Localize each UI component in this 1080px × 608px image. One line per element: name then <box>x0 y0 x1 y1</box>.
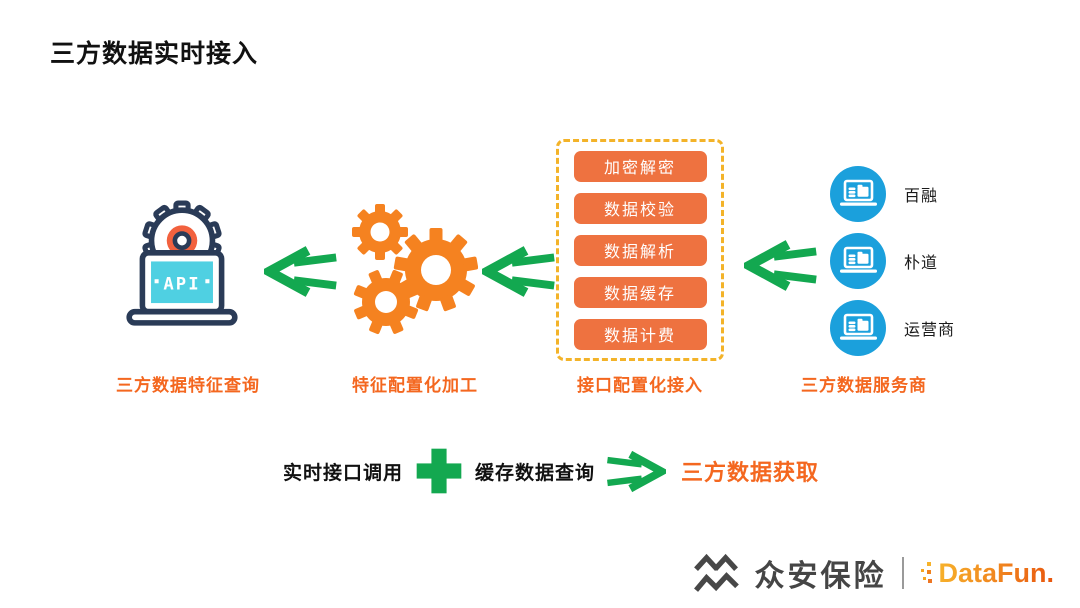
datafun-dots-icon <box>921 562 933 583</box>
provider-label: 运营商 <box>904 322 956 339</box>
api-laptop-icon: API <box>126 200 238 326</box>
gear-small-icon <box>352 204 408 260</box>
pipeline-step: 加密解密 <box>573 150 707 182</box>
provider-row: 运营商 <box>830 300 955 356</box>
provider-label: 百融 <box>904 188 939 205</box>
pipeline-dashed-box: 加密解密 数据校验 数据解析 数据缓存 数据计费 <box>556 139 724 361</box>
gear-large-icon <box>393 228 478 312</box>
zhongan-wordmark: 众安保险 <box>754 560 887 593</box>
api-screen-text: API <box>163 274 200 294</box>
provider-laptop-icon <box>830 233 886 289</box>
section-label-feature-processing: 特征配置化加工 <box>352 376 478 395</box>
left-arrow-icon <box>482 246 555 297</box>
pipeline-step: 数据缓存 <box>573 276 707 308</box>
providers-list: 百融 朴道 <box>830 166 955 356</box>
zhongan-logo-icon <box>694 553 740 592</box>
section-label-data-providers: 三方数据服务商 <box>801 376 927 395</box>
formula-row: 实时接口调用 缓存数据查询 三方数据获取 <box>283 442 819 500</box>
footer-divider <box>902 557 905 589</box>
pipeline-step: 数据解析 <box>573 234 707 266</box>
provider-laptop-icon <box>830 166 886 222</box>
gears-icon <box>352 204 478 335</box>
formula-result: 三方数据获取 <box>681 460 820 485</box>
provider-row: 朴道 <box>830 233 955 289</box>
section-label-feature-query: 三方数据特征查询 <box>116 376 260 395</box>
formula-term-cache-query: 缓存数据查询 <box>475 462 596 484</box>
double-arrow-right-icon <box>607 450 667 492</box>
pipeline-step: 数据校验 <box>573 192 707 224</box>
laptop-icon: API <box>126 250 238 326</box>
provider-laptop-icon <box>830 300 886 356</box>
datafun-logo: DataFun. <box>920 558 1054 589</box>
plus-icon <box>416 448 462 494</box>
provider-row: 百融 <box>830 166 955 222</box>
section-label-interface-access: 接口配置化接入 <box>577 376 703 395</box>
gear-medium-icon <box>353 269 419 335</box>
datafun-wordmark: DataFun. <box>938 557 1054 588</box>
pipeline-step: 数据计费 <box>573 318 707 350</box>
page-title: 三方数据实时接入 <box>50 40 259 68</box>
footer-brands: 众安保险 DataFun. <box>693 551 1054 595</box>
formula-term-realtime-call: 实时接口调用 <box>283 462 404 484</box>
left-arrow-icon <box>264 246 337 297</box>
left-arrow-icon <box>744 240 817 291</box>
provider-label: 朴道 <box>904 255 939 272</box>
